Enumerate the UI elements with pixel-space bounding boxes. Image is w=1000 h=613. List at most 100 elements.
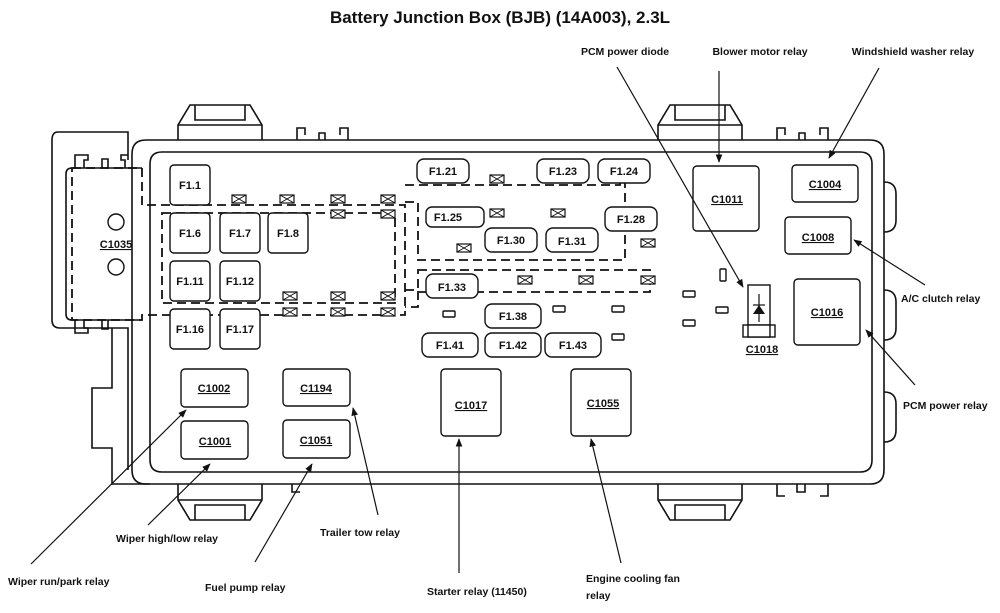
connector-label: C1002 xyxy=(198,383,230,395)
fuse-label: F1.38 xyxy=(499,311,527,323)
callout-windshield-washer-relay: Windshield washer relay xyxy=(852,46,975,58)
fuse-link-icon xyxy=(380,209,396,219)
fuse-link-icon xyxy=(550,208,566,218)
leader-windshield-washer-relay xyxy=(828,67,880,159)
connector-label: C1008 xyxy=(802,232,834,244)
callout-ac-clutch-relay: A/C clutch relay xyxy=(901,293,981,305)
connector-c1002[interactable]: C1002 xyxy=(180,368,249,408)
empty-slot xyxy=(442,310,456,318)
empty-slot xyxy=(715,306,729,314)
fuse-label: F1.25 xyxy=(434,212,462,224)
connector-c1018[interactable]: C1018 xyxy=(742,284,778,356)
fuse-label: F1.43 xyxy=(559,340,587,352)
fuse-link-icon xyxy=(640,275,656,285)
fuse-label: F1.1 xyxy=(179,180,201,192)
fuse-f1-30[interactable]: F1.30 xyxy=(484,227,538,253)
fuse-label: F1.21 xyxy=(429,166,457,178)
connector-c1016[interactable]: C1016 xyxy=(793,278,861,346)
callout-wiper-high-low-relay: Wiper high/low relay xyxy=(116,533,218,545)
fuse-label: F1.11 xyxy=(176,276,204,288)
empty-slot xyxy=(682,319,696,327)
fuse-f1-16[interactable]: F1.16 xyxy=(169,308,211,350)
fuse-link-icon xyxy=(231,194,247,204)
leader-engine-cooling-fan-relay xyxy=(589,438,622,564)
connector-c1051[interactable]: C1051 xyxy=(282,419,351,459)
connector-label: C1004 xyxy=(809,179,842,191)
callout-fuel-pump-relay: Fuel pump relay xyxy=(205,582,286,594)
connector-label: C1194 xyxy=(300,383,333,395)
connector-c1055[interactable]: C1055 xyxy=(570,368,632,437)
connector-label: C1018 xyxy=(746,344,778,356)
fuse-f1-24[interactable]: F1.24 xyxy=(597,158,651,184)
fuse-link-icon xyxy=(282,291,298,301)
connector-c1011[interactable]: C1011 xyxy=(692,165,760,232)
connector-label: C1055 xyxy=(587,398,619,410)
fuse-label: F1.23 xyxy=(549,166,577,178)
connector-label: C1051 xyxy=(300,435,332,447)
leader-trailer-tow-relay xyxy=(351,407,379,516)
fuse-label: F1.42 xyxy=(499,340,527,352)
connector-c1008[interactable]: C1008 xyxy=(784,216,852,255)
connector-label: C1016 xyxy=(811,307,843,319)
fuse-f1-21[interactable]: F1.21 xyxy=(416,158,470,184)
fuse-f1-28[interactable]: F1.28 xyxy=(604,206,658,232)
fuses: F1.1 F1.6 F1.7 F1.8 F1.11 F1.12 F1.16 F1… xyxy=(169,158,729,358)
callout-pcm-power-diode: PCM power diode xyxy=(581,46,669,58)
empty-slot xyxy=(611,305,625,313)
fuse-f1-1[interactable]: F1.1 xyxy=(169,164,211,206)
connector-c1194[interactable]: C1194 xyxy=(282,368,351,407)
diode-icon xyxy=(753,305,765,314)
callout-pcm-power-relay: PCM power relay xyxy=(903,400,988,412)
fuse-label: F1.12 xyxy=(226,276,254,288)
fuse-label: F1.24 xyxy=(610,166,639,178)
empty-slot xyxy=(611,333,625,341)
fuse-f1-7[interactable]: F1.7 xyxy=(219,212,261,254)
connector-c1017[interactable]: C1017 xyxy=(440,368,502,437)
fuse-f1-25[interactable]: F1.25 xyxy=(425,206,485,228)
fuse-f1-38[interactable]: F1.38 xyxy=(484,303,542,329)
connector-label: C1011 xyxy=(711,194,743,206)
housing xyxy=(51,104,897,521)
connector-c1035[interactable]: C1035 xyxy=(100,213,132,276)
fuse-link-icon xyxy=(330,194,346,204)
fuse-f1-23[interactable]: F1.23 xyxy=(536,158,590,184)
empty-slot xyxy=(719,268,727,282)
fuse-link-icon xyxy=(380,307,396,317)
fuse-f1-17[interactable]: F1.17 xyxy=(219,308,261,350)
callout-wiper-run-park-relay: Wiper run/park relay xyxy=(8,576,110,588)
fuse-f1-41[interactable]: F1.41 xyxy=(421,332,479,358)
fuse-f1-42[interactable]: F1.42 xyxy=(484,332,542,358)
relays: C1011 C1004 C1008 C1016 C1018 C1002 C119… xyxy=(180,164,861,460)
connector-c1004[interactable]: C1004 xyxy=(791,164,859,203)
fuse-label: F1.41 xyxy=(436,340,464,352)
fuse-link-icon xyxy=(330,209,346,219)
callout-engine-cooling-fan-relay-line2: relay xyxy=(586,590,611,602)
fuse-label: F1.31 xyxy=(558,236,586,248)
fuse-link-icon xyxy=(380,291,396,301)
fuse-label: F1.7 xyxy=(229,228,251,240)
fuse-f1-31[interactable]: F1.31 xyxy=(545,227,599,253)
fuse-f1-6[interactable]: F1.6 xyxy=(169,212,211,254)
diagram-title: Battery Junction Box (BJB) (14A003), 2.3… xyxy=(330,8,670,27)
fuse-label: F1.6 xyxy=(179,228,201,240)
fuse-link-icon xyxy=(489,174,505,184)
fuse-f1-43[interactable]: F1.43 xyxy=(544,332,602,358)
connector-c1001[interactable]: C1001 xyxy=(180,420,249,460)
fuse-f1-33[interactable]: F1.33 xyxy=(425,273,479,299)
fuse-link-icon xyxy=(279,194,295,204)
fuse-link-icon xyxy=(489,208,505,218)
fuse-link-icon xyxy=(380,194,396,204)
fuse-f1-11[interactable]: F1.11 xyxy=(169,260,211,302)
fuse-f1-8[interactable]: F1.8 xyxy=(267,212,309,254)
leader-lines xyxy=(30,66,926,573)
fuse-f1-12[interactable]: F1.12 xyxy=(219,260,261,302)
fuse-link-icon xyxy=(330,307,346,317)
leader-pcm-power-relay xyxy=(865,329,916,386)
callout-engine-cooling-fan-relay: Engine cooling fan xyxy=(586,573,680,585)
leader-ac-clutch-relay xyxy=(853,239,926,286)
fuse-label: F1.30 xyxy=(497,235,525,247)
connector-label: C1017 xyxy=(455,400,487,412)
empty-slot xyxy=(552,305,566,313)
fuse-label: F1.28 xyxy=(617,214,645,226)
